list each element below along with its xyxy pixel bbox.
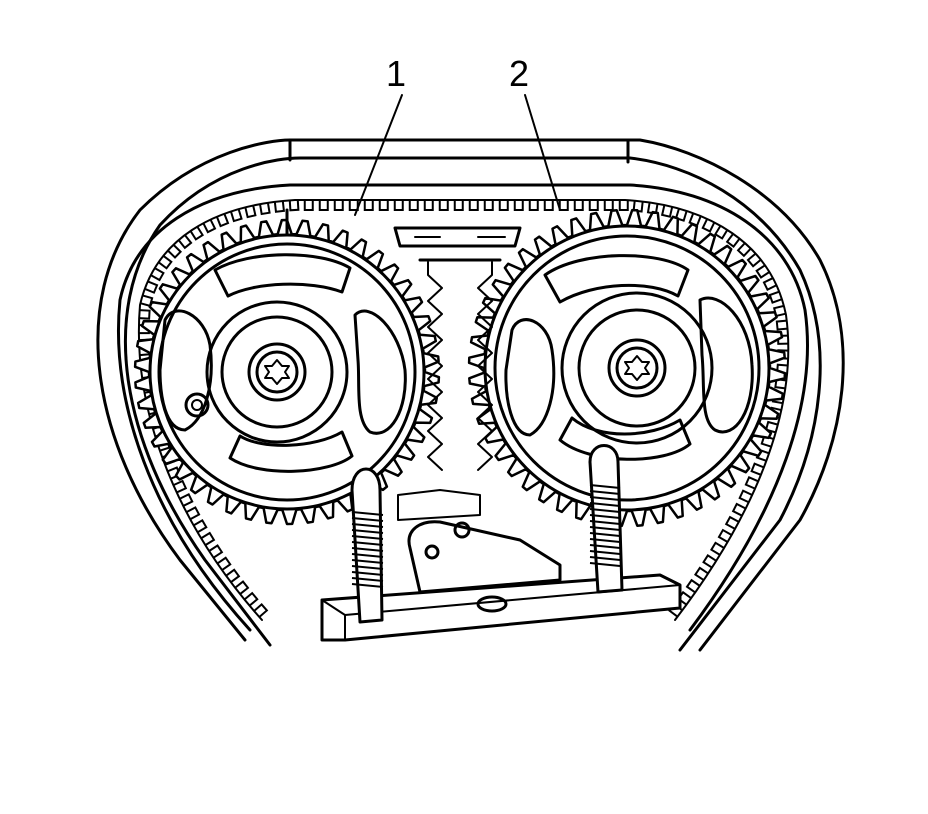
callout-1-leader	[354, 94, 403, 216]
sprocket-2-teeth	[467, 208, 787, 528]
callout-2-label: 2	[509, 53, 529, 94]
timing-cover	[96, 138, 845, 652]
tensioner-bracket	[320, 489, 682, 642]
camshaft-sprocket-1	[133, 208, 441, 526]
locking-pin-left	[350, 467, 384, 624]
sprocket-1-teeth	[133, 218, 441, 526]
locking-pin-right	[588, 444, 624, 594]
callout-1-label: 1	[386, 53, 406, 94]
callout-2-leader	[524, 94, 561, 211]
belt-center-section	[393, 226, 522, 471]
camshaft-sprocket-2	[467, 208, 787, 528]
